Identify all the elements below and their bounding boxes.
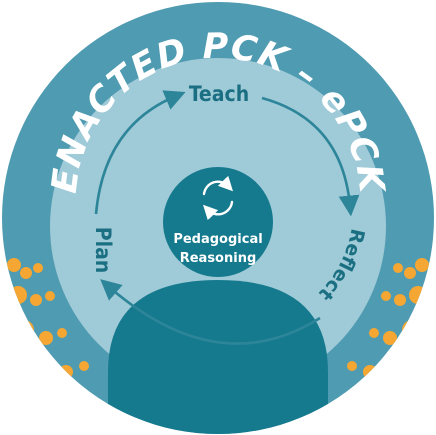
person-head — [163, 167, 273, 277]
person-body — [108, 280, 328, 434]
center-line-1: Pedagogical — [173, 232, 262, 247]
teach-label: Teach — [189, 82, 249, 106]
refresh-icon — [202, 175, 234, 221]
arrow-teach-to-reflect — [261, 96, 360, 217]
center-line-2: Reasoning — [180, 251, 257, 266]
arrow-plan-to-teach — [94, 90, 186, 215]
arrow-reflect-to-plan — [100, 279, 321, 345]
plan-label: Plan — [91, 227, 115, 274]
